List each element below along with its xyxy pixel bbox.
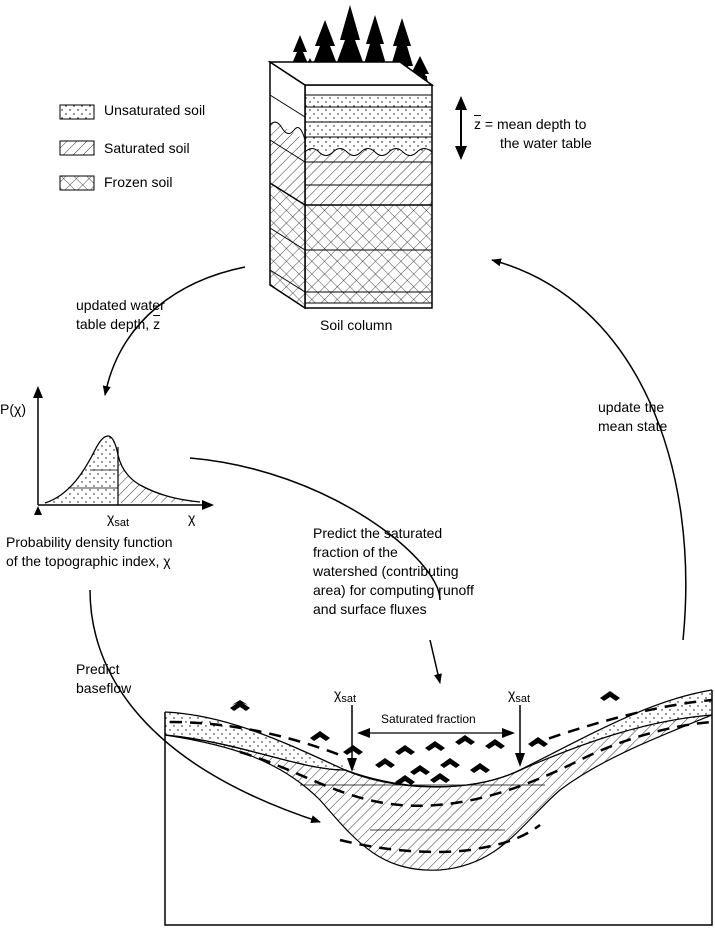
saturated-fraction-label: Saturated fraction xyxy=(381,712,476,726)
legend xyxy=(59,104,95,191)
pdf-caption-line1: Probability density function xyxy=(6,534,173,550)
predict-saturated-line5: and surface fluxes xyxy=(313,601,427,617)
legend-label-saturated: Saturated soil xyxy=(104,140,190,156)
arrow-predict-baseflow xyxy=(89,589,321,824)
legend-swatch-frozen xyxy=(59,175,95,191)
updated-water-text: table depth, xyxy=(76,316,154,332)
watershed-xsat-left: χsat xyxy=(334,685,356,706)
legend-label-frozen: Frozen soil xyxy=(104,174,173,190)
legend-swatch-saturated xyxy=(59,140,95,156)
predict-saturated-line4: area) for computing runoff xyxy=(313,582,474,598)
soil-column xyxy=(267,5,435,310)
watershed-xsat-left-main: χ xyxy=(334,686,342,702)
pdf-xlabel: χ xyxy=(188,510,196,526)
soil-column-label: Soil column xyxy=(320,317,393,333)
update-mean-line2: mean state xyxy=(598,418,668,434)
updated-water-line2: table depth, z xyxy=(76,315,160,334)
predict-saturated-line3: watershed (contributing xyxy=(313,563,459,579)
mean-depth-line1: = mean depth to xyxy=(481,116,587,132)
watershed xyxy=(164,689,713,926)
mean-depth-symbol: z xyxy=(474,116,481,132)
watershed-xsat-right-main: χ xyxy=(508,686,516,702)
arrow-predict-saturated xyxy=(189,457,441,601)
updated-water-line1: updated water xyxy=(76,297,165,313)
arrow-to-soil-column xyxy=(491,258,687,641)
watershed-xsat-left-sub: sat xyxy=(341,693,357,705)
pdf-xsat-label: χsat xyxy=(107,509,129,530)
mean-depth-arrow xyxy=(455,96,467,160)
watershed-xsat-right-sub: sat xyxy=(515,693,531,705)
watershed-xsat-right: χsat xyxy=(508,685,530,706)
pdf-xsat-main: χ xyxy=(107,510,115,526)
update-mean-line1: update the xyxy=(598,399,665,415)
predict-baseflow-line1: Predict xyxy=(76,661,120,677)
pdf-xsat-sub: sat xyxy=(114,517,130,529)
predict-baseflow-line2: baseflow xyxy=(76,680,132,696)
pdf-caption-line2: of the topographic index, χ xyxy=(6,553,171,569)
predict-saturated-line1: Predict the saturated xyxy=(313,525,443,541)
arrow-updated-water-table xyxy=(102,266,246,396)
pdf-ylabel: P(χ) xyxy=(0,401,27,417)
arrow-to-watershed xyxy=(429,639,442,684)
mean-depth-line2: the water table xyxy=(500,135,592,151)
predict-saturated-line2: fraction of the xyxy=(313,544,398,560)
updated-water-symbol: z xyxy=(153,316,161,332)
pdf-plot xyxy=(33,386,214,515)
mean-depth-text: z = mean depth to xyxy=(474,115,586,134)
legend-label-unsaturated: Unsaturated soil xyxy=(104,102,206,118)
legend-swatch-unsaturated xyxy=(59,104,95,120)
